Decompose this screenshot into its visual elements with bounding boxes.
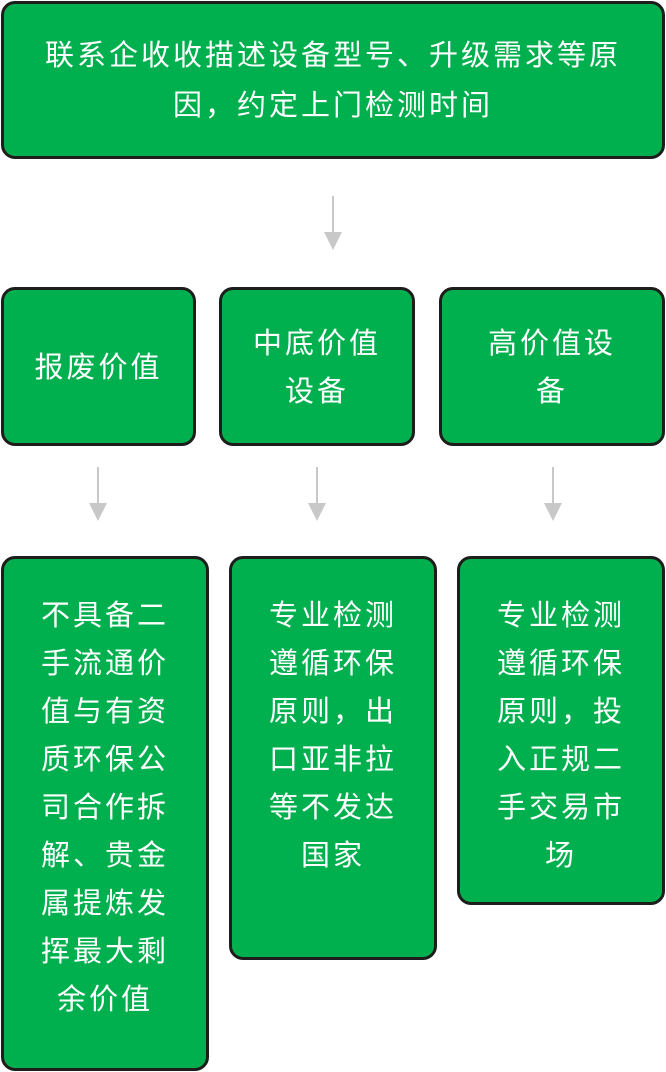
outcome-text: 不具备二手流通价值与有资质环保公司合作拆解、贵金属提炼发挥最大剩余价值 (40, 598, 169, 1016)
category-box-scrap-value: 报废价值 (1, 287, 196, 446)
arrow-down-icon (88, 467, 108, 523)
category-label: 报废价值 (34, 349, 163, 384)
category-box-mid-low-value: 中底价值设备 (219, 287, 415, 446)
intake-step-text: 联系企收收描述设备型号、升级需求等原因，约定上门检测时间 (44, 38, 621, 122)
outcome-box-second-hand-market: 专业检测遵循环保原则，投入正规二手交易市场 (457, 556, 665, 905)
intake-step-box: 联系企收收描述设备型号、升级需求等原因，约定上门检测时间 (1, 1, 665, 159)
category-box-high-value: 高价值设备 (439, 287, 665, 446)
arrow-down-icon (543, 467, 563, 523)
outcome-text: 专业检测遵循环保原则，投入正规二手交易市场 (496, 598, 625, 872)
outcome-box-export: 专业检测遵循环保原则，出口亚非拉等不发达国家 (229, 556, 437, 960)
category-label: 中底价值设备 (252, 325, 381, 408)
outcome-box-scrap: 不具备二手流通价值与有资质环保公司合作拆解、贵金属提炼发挥最大剩余价值 (1, 556, 209, 1071)
category-label: 高价值设备 (487, 325, 616, 408)
arrow-down-icon (323, 196, 343, 252)
arrow-down-icon (307, 467, 327, 523)
outcome-text: 专业检测遵循环保原则，出口亚非拉等不发达国家 (268, 598, 397, 872)
